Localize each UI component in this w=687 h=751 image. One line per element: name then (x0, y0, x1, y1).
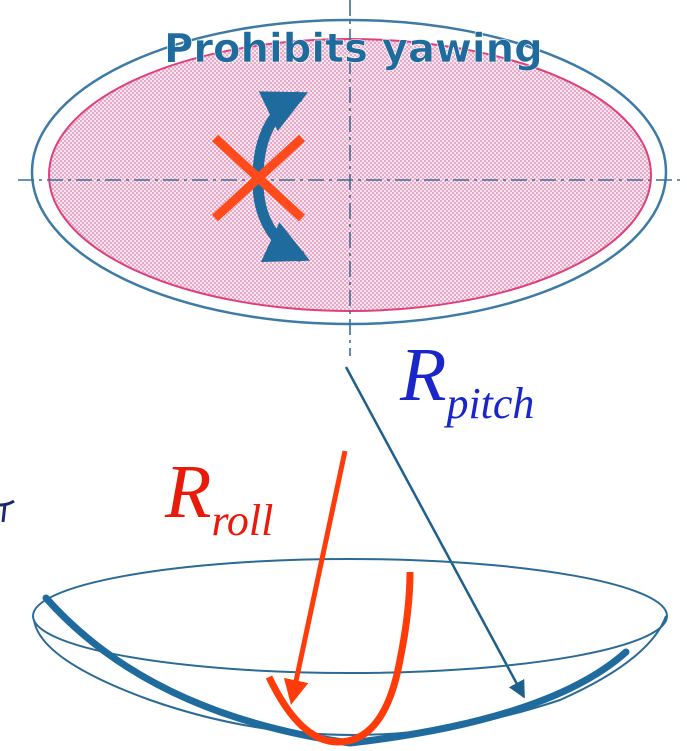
dish-lower-edge (33, 615, 667, 736)
roll-radius-arrow (283, 450, 348, 705)
title: Prohibits yawing (164, 26, 543, 72)
roll-curvature-curve (265, 571, 414, 746)
outer-ellipse (30, 18, 668, 326)
prohibited-cross-icon (211, 134, 306, 222)
dish-curvature-highlight (42, 594, 630, 747)
roll-radius-label: Rroll (164, 450, 273, 545)
pitch-label-sub: pitch (443, 379, 534, 428)
edge-fragment (0, 499, 15, 523)
yaw-arrow-upper (252, 91, 308, 179)
pitch-radius-label: Rpitch (399, 333, 534, 428)
pitch-radius-arrow (344, 366, 526, 699)
roll-label-sub: roll (211, 496, 273, 545)
pitch-label-main: R (399, 333, 446, 417)
yaw-arrow-lower (252, 181, 310, 263)
roll-label-main: R (164, 450, 211, 534)
dish-rim (32, 558, 668, 674)
